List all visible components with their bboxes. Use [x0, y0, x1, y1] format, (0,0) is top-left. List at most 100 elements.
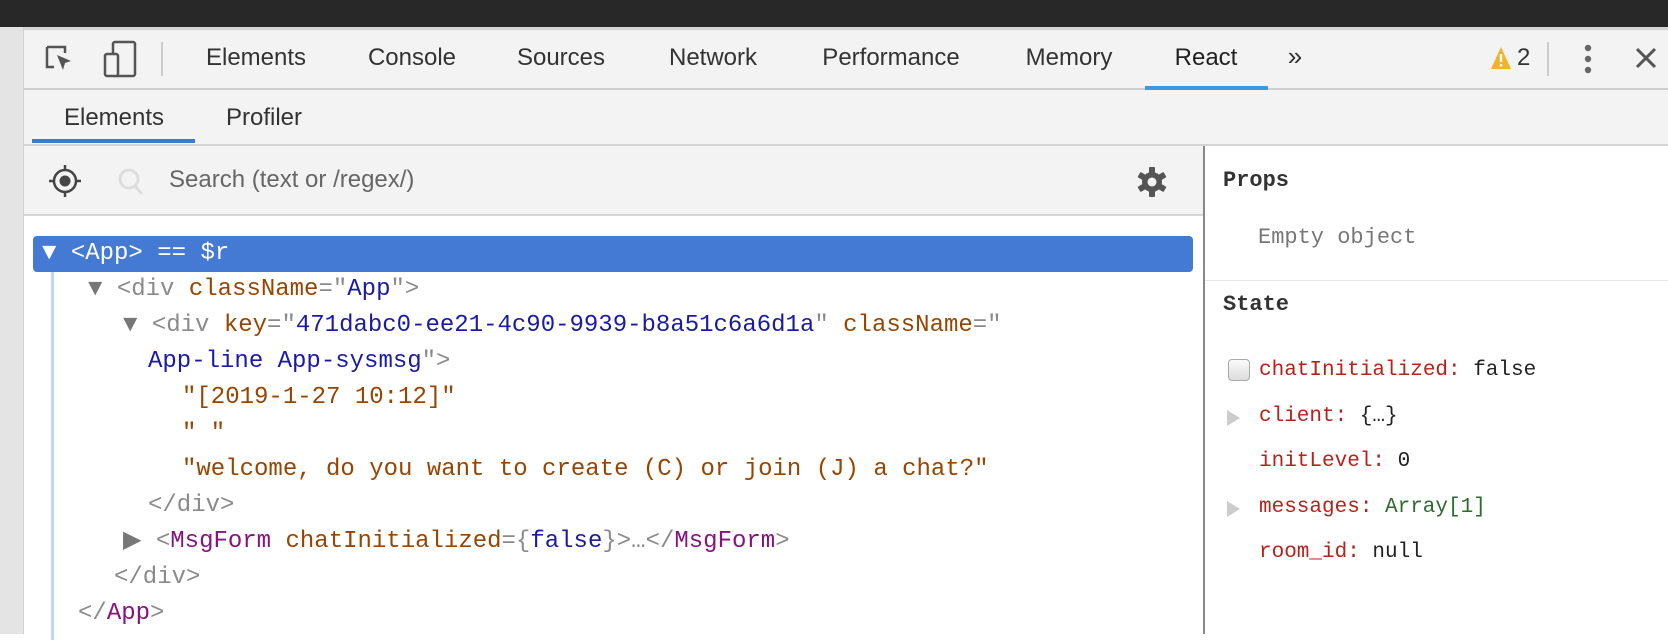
tree-token-tag: <div — [116, 276, 189, 303]
tree-row[interactable]: ▶ <MsgForm chatInitialized={false}>…</Ms… — [33, 524, 1193, 560]
tab-react[interactable]: React — [1174, 44, 1238, 71]
subtab-elements[interactable]: Elements — [63, 104, 165, 131]
state-key: room_id: — [1259, 541, 1360, 564]
tab-sources[interactable]: Sources — [516, 44, 606, 71]
expand-triangle-icon[interactable]: ▶ — [123, 528, 156, 555]
devtools-toolbar: Elements Console Sources Network Perform… — [24, 27, 1668, 90]
tree-token-tag: < — [155, 528, 171, 555]
tab-network[interactable]: Network — [668, 44, 758, 71]
tree-token-tag: > — [775, 528, 790, 555]
tree-token-str: "welcome, do you want to create (C) or j… — [182, 456, 989, 483]
tree-token-str: " " — [182, 420, 226, 447]
tree-token-val: App-line App-sysmsg — [148, 348, 422, 375]
tab-elements[interactable]: Elements — [205, 44, 307, 71]
collapse-triangle-icon[interactable]: ▼ — [123, 312, 152, 339]
state-value[interactable]: null — [1372, 541, 1423, 564]
search-input[interactable] — [169, 158, 1019, 202]
tab-memory[interactable]: Memory — [1025, 44, 1113, 71]
tree-token-comp: MsgForm — [170, 528, 286, 555]
tree-row[interactable]: </App> — [33, 596, 1193, 632]
tree-token-tag: <div — [151, 312, 224, 339]
tree-row[interactable]: ▼ <div key="471dabc0-ee21-4c90-9939-b8a5… — [33, 308, 1193, 344]
tree-token-comp: MsgForm — [674, 528, 776, 555]
active-subtab-indicator — [32, 139, 195, 143]
tree-row[interactable]: " " — [33, 416, 1193, 452]
state-checkbox[interactable] — [1228, 359, 1250, 381]
close-icon[interactable] — [1635, 47, 1657, 74]
tree-row[interactable]: App-line App-sysmsg"> — [33, 344, 1193, 380]
section-divider — [1205, 280, 1668, 281]
tree-token-tag: }>…</ — [602, 528, 675, 555]
state-value[interactable]: {…} — [1359, 404, 1398, 428]
state-heading: State — [1223, 292, 1290, 317]
active-tab-indicator — [1145, 86, 1268, 90]
tree-token-val: false — [530, 528, 603, 555]
component-inspector: Props Empty object State chatInitialized… — [1205, 146, 1668, 634]
tree-row[interactable]: </div> — [33, 488, 1193, 524]
tree-token-punct: == $r — [142, 240, 230, 267]
tree-token-tag: </div> — [114, 564, 201, 591]
tree-token-tag: > — [150, 600, 165, 627]
tree-token-comp: App — [106, 600, 151, 627]
state-key: chatInitialized: — [1259, 359, 1461, 382]
settings-gear-icon[interactable] — [1136, 166, 1168, 203]
props-heading: Props — [1223, 168, 1290, 193]
props-empty-text: Empty object — [1258, 225, 1417, 250]
pane-splitter[interactable] — [1203, 146, 1205, 634]
tab-console[interactable]: Console — [367, 44, 457, 71]
device-toolbar-icon[interactable] — [103, 40, 139, 83]
warning-count[interactable]: 2 — [1517, 44, 1531, 71]
select-element-target-icon[interactable] — [48, 164, 82, 203]
tree-token-tag: "> — [421, 348, 451, 375]
state-row: chatInitialized: false — [1205, 351, 1668, 391]
tree-token-comp: <App> — [70, 240, 143, 267]
tree-row[interactable]: </div> — [33, 560, 1193, 596]
window-title-bar — [0, 0, 1668, 27]
tree-row[interactable]: "[2019-1-27 10:12]" — [33, 380, 1193, 416]
state-row: initLevel: 0 — [1205, 442, 1668, 482]
toolbar-separator — [1547, 42, 1549, 76]
component-tree: ▼ <App> == $r▼ <div className="App">▼ <d… — [24, 216, 1203, 640]
tree-token-attr: className — [188, 276, 319, 303]
subtab-profiler[interactable]: Profiler — [225, 104, 303, 131]
tree-row[interactable]: "welcome, do you want to create (C) or j… — [33, 452, 1193, 488]
react-subtabs: Elements Profiler — [24, 90, 1668, 146]
tree-token-tag: </ — [78, 600, 107, 627]
tree-token-tag: =" — [267, 312, 296, 339]
state-row: client: {…} — [1205, 397, 1668, 437]
tab-performance[interactable]: Performance — [822, 44, 960, 71]
state-row: messages: Array[1] — [1205, 488, 1668, 528]
tree-token-attr: className — [843, 312, 973, 339]
state-value[interactable]: Array[1] — [1385, 495, 1486, 519]
tree-row-selected[interactable]: ▼ <App> == $r — [33, 236, 1193, 272]
state-value[interactable]: false — [1473, 359, 1537, 382]
collapse-triangle-icon[interactable]: ▼ — [42, 240, 71, 267]
state-row: room_id: null — [1205, 533, 1668, 573]
state-value[interactable]: 0 — [1397, 450, 1411, 473]
toolbar-separator — [161, 42, 163, 76]
search-icon — [117, 167, 145, 202]
state-key: initLevel: — [1259, 450, 1386, 473]
tree-token-tag: </div> — [148, 492, 235, 519]
search-bar — [24, 146, 1203, 216]
kebab-menu-icon[interactable] — [1584, 44, 1592, 79]
expand-triangle-icon[interactable] — [1227, 409, 1240, 426]
more-tabs-button[interactable]: » — [1287, 41, 1303, 71]
tree-token-val: App — [347, 276, 391, 303]
tree-token-tag: =" — [318, 276, 348, 303]
tree-token-attr: key — [223, 312, 268, 339]
warning-icon[interactable] — [1490, 46, 1512, 75]
tree-row[interactable]: ▼ <div className="App"> — [33, 272, 1193, 308]
state-key: client: — [1259, 404, 1348, 428]
tree-token-tag: ={ — [501, 528, 531, 555]
state-key: messages: — [1259, 495, 1373, 519]
tree-token-tag: " — [814, 312, 844, 339]
tree-guide-line — [51, 270, 54, 640]
inspect-element-icon[interactable] — [44, 44, 76, 81]
collapse-triangle-icon[interactable]: ▼ — [88, 276, 117, 303]
tree-token-val: 471dabc0-ee21-4c90-9939-b8a51c6a6d1a — [295, 312, 815, 339]
tree-token-str: "[2019-1-27 10:12]" — [182, 384, 456, 411]
tree-token-tag: "> — [390, 276, 420, 303]
expand-triangle-icon[interactable] — [1227, 500, 1240, 517]
tree-token-attr: chatInitialized — [285, 528, 502, 555]
